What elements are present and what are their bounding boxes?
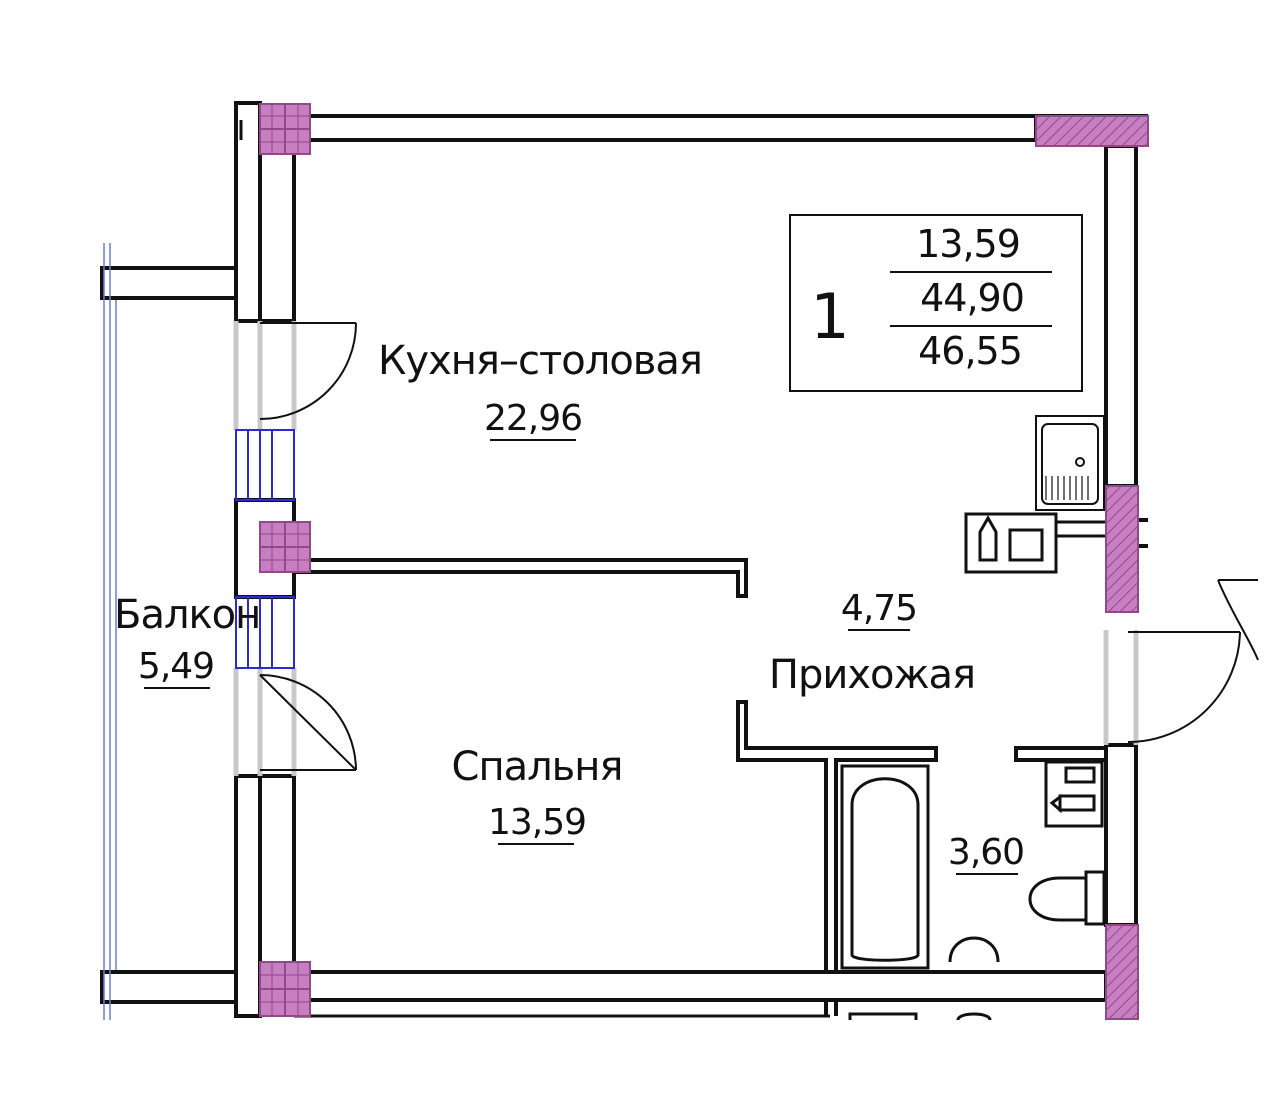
column-right-mid (1105, 485, 1139, 613)
apartment-info-box: 1 13,59 44,90 46,55 (789, 214, 1083, 392)
balcony-top-rail (100, 266, 238, 300)
room-label-hallway: 4,75 Прихожая (769, 588, 976, 698)
kitchen-name: Кухня–столовая (378, 338, 702, 384)
kitchen-stove (964, 512, 1106, 574)
bathroom-area: 3,60 (948, 832, 1024, 873)
hallway-area: 4,75 (841, 588, 917, 629)
column-bottom-left (259, 961, 311, 1017)
bathtub (840, 764, 930, 970)
column-right-bottom (1105, 924, 1139, 1020)
kitchen-sink (1035, 415, 1105, 511)
room-label-balcony: Балкон 5,49 (114, 592, 261, 689)
toilet (1028, 870, 1106, 926)
bedroom-area: 13,59 (488, 802, 586, 843)
window-bedroom (235, 596, 295, 669)
room-label-bedroom: Спальня 13,59 (452, 744, 623, 845)
right-exterior-wall (1104, 144, 1148, 927)
balcony-name: Балкон (114, 592, 260, 638)
column-mid-left (259, 521, 311, 573)
bottom-fixtures (848, 1012, 992, 1021)
apartment-rooms-count: 1 (810, 280, 849, 353)
balcony-door-bedroom (259, 674, 357, 771)
area-with-balcony-value: 46,55 (918, 329, 1022, 373)
sink-partial (948, 936, 1000, 963)
bedroom-name: Спальня (452, 744, 623, 790)
partition-kitchen-bedroom (292, 558, 748, 598)
bottom-exterior-wall (292, 970, 1108, 1018)
kitchen-area: 22,96 (484, 398, 582, 439)
area-living-value: 13,59 (916, 222, 1020, 266)
balcony-bottom-rail (100, 970, 238, 1004)
balcony-outline (100, 266, 238, 1004)
columns (259, 103, 1149, 1020)
window-kitchen (235, 429, 295, 501)
entrance-door (1127, 579, 1259, 743)
balcony-glazing (103, 243, 117, 1020)
top-exterior-wall (292, 114, 1148, 142)
hallway-name: Прихожая (769, 652, 975, 698)
area-total-value: 44,90 (920, 276, 1024, 320)
column-top-left (259, 103, 311, 155)
room-label-kitchen: Кухня–столовая 22,96 (378, 338, 703, 441)
column-top-right (1035, 115, 1149, 147)
room-label-bathroom: 3,60 (948, 832, 1025, 875)
balcony-area: 5,49 (138, 646, 214, 687)
balcony-door-kitchen (259, 322, 357, 420)
partition-bedroom-bath (736, 700, 1108, 1016)
entrance-opening (1103, 630, 1139, 745)
washbasin (1044, 760, 1104, 828)
